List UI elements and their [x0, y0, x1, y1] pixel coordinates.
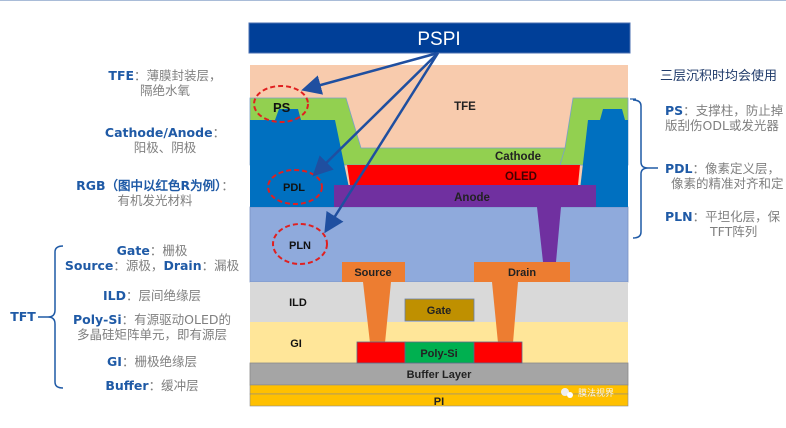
oled-layer — [347, 165, 580, 185]
polysi-left-doped — [356, 341, 406, 364]
gi-description: GI：栅极绝缘层 — [107, 354, 197, 369]
pi-label: PI — [434, 396, 444, 408]
drain-label: Drain — [508, 267, 536, 279]
source-label: Source — [354, 267, 391, 279]
anode-layer — [334, 185, 596, 207]
oled-label: OLED — [505, 171, 537, 183]
source-electrode — [342, 262, 405, 343]
pdl-description: PDL：像素定义层， 像素的精准对齐和定 — [665, 161, 784, 191]
gi-label: GI — [290, 338, 302, 350]
tfe-label: TFE — [454, 101, 476, 113]
right-brace — [632, 99, 649, 239]
pdl-highlight-circle — [267, 169, 323, 205]
gate-label: Gate — [427, 305, 451, 317]
ps-bump-left — [275, 109, 301, 120]
buffer-description: Buffer：缓冲层 — [105, 378, 199, 393]
arrow-to-pdl — [312, 52, 439, 177]
pln-label: PLN — [289, 240, 311, 252]
arrow-to-ps — [301, 51, 439, 95]
tft-group-label: TFT — [10, 309, 36, 324]
cathode-anode-description: Cathode/Anode： 阳极、阴极 — [104, 125, 226, 155]
polysi-label: Poly-Si — [420, 348, 457, 360]
anode-via — [537, 207, 561, 262]
ps-highlight-circle — [253, 85, 309, 123]
pln-description: PLN：平坦化层，保 TFT阵列 — [665, 209, 781, 239]
pln-highlight-circle — [272, 223, 328, 265]
gate-source-drain-description: Gate：栅极 Source：源极，Drain：漏极 — [64, 243, 240, 273]
pi-layer — [249, 393, 629, 407]
pspi-title: PSPI — [417, 29, 460, 50]
pspi-title-bar — [248, 22, 631, 54]
drain-electrode — [474, 262, 570, 343]
cathode-label: Cathode — [495, 151, 541, 163]
pdl-label: PDL — [283, 182, 305, 194]
top-divider-line — [0, 0, 786, 1]
right-header: 三层沉积时均会使用 — [660, 69, 778, 84]
ps-label: PS — [273, 100, 291, 115]
ps-bump-right — [600, 109, 625, 120]
buffer-label: Buffer Layer — [407, 369, 473, 381]
wechat-icon — [561, 388, 569, 396]
tfe-description: TFE：薄膜封装层， 隔绝水氧 — [108, 68, 222, 98]
polysi-description: Poly-Si：有源驱动OLED的 多晶硅矩阵单元，即有源层 — [72, 312, 231, 342]
pdl-left — [250, 120, 353, 207]
ild-label: ILD — [289, 297, 307, 309]
rgb-description: RGB（图中以红色R为例）： 有机发光材料 — [76, 178, 234, 208]
tft-brace — [47, 245, 64, 389]
ild-description: ILD：层间绝缘层 — [102, 288, 202, 303]
ps-description: PS：支撑柱，防止掉 版刮伤ODL或发光器 — [665, 103, 784, 133]
watermark: 膜法视界 — [561, 387, 614, 398]
anode-label: Anode — [454, 192, 490, 204]
gate-electrode — [404, 298, 475, 322]
arrow-to-pln — [324, 52, 440, 234]
polysi-right-doped — [473, 341, 523, 364]
watermark-text: 膜法视界 — [578, 387, 614, 398]
